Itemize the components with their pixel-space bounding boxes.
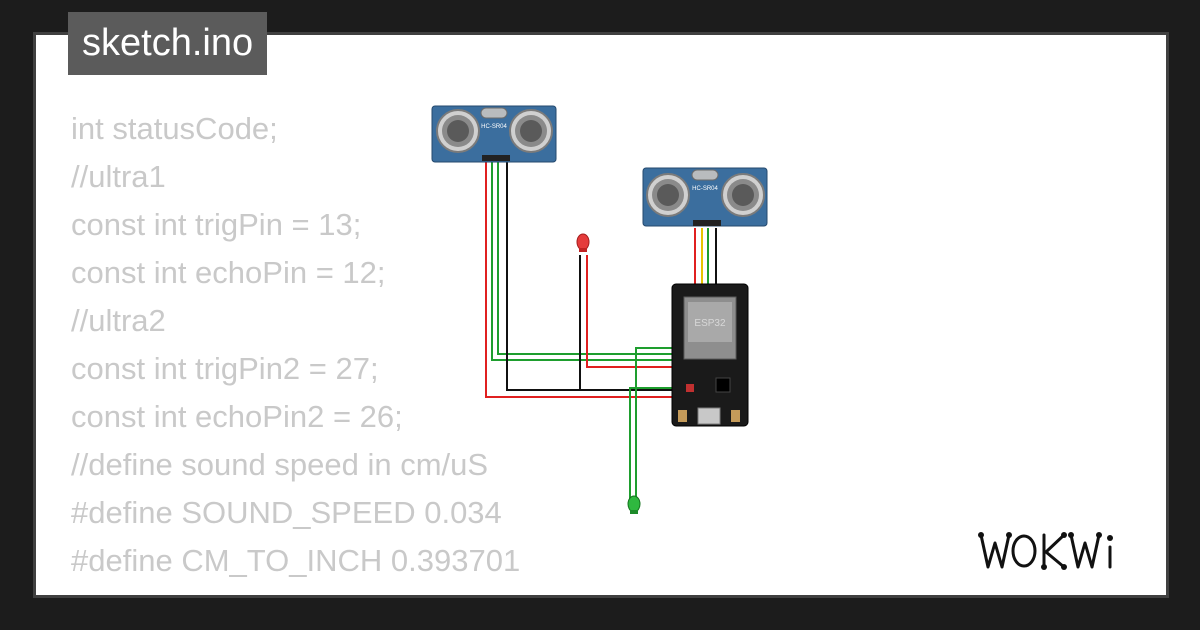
code-line: const int echoPin = 12;: [71, 255, 386, 290]
editor-frame: int statusCode; //ultra1 const int trigPin…: [33, 32, 1169, 598]
code-line: const int trigPin = 13;: [71, 207, 362, 242]
code-editor[interactable]: int statusCode; //ultra1 const int trigPin…: [71, 105, 521, 595]
code-line: //ultra2: [71, 303, 166, 338]
code-line: #define CM_TO_INCH 0.393701: [71, 543, 521, 578]
code-line: #define SOUND_SPEED 0.034: [71, 495, 502, 530]
code-line: //define sound speed in cm/uS: [71, 447, 489, 482]
code-line: #define...: [71, 585, 520, 595]
code-line: //ultra1: [71, 159, 166, 194]
file-title-tab[interactable]: sketch.ino: [68, 12, 268, 75]
code-line: int statusCode;: [71, 111, 278, 146]
wokwi-logo-mark: [978, 532, 1113, 570]
code-line: const int trigPin2 = 27;: [71, 351, 379, 386]
wokwi-logo: [976, 525, 1151, 582]
code-line: const int echoPin2 = 26;: [71, 399, 403, 434]
